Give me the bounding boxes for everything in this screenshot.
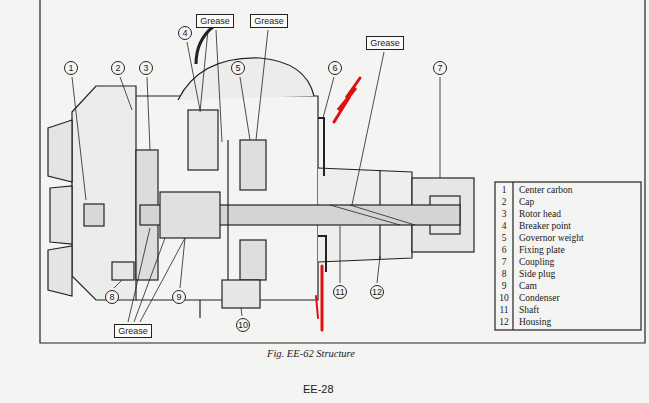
table-name: Cap [519, 196, 534, 208]
table-number: 4 [495, 220, 513, 232]
parts-table [495, 182, 641, 330]
table-name: Breaker point [519, 220, 571, 232]
fixing-plate [318, 118, 324, 176]
callout-number: 11 [335, 287, 344, 297]
callout-number: 2 [115, 63, 120, 73]
red-mark [334, 78, 360, 122]
callout-circle: 7 [433, 61, 447, 75]
lead-wire [199, 300, 200, 318]
callout-circle: 11 [333, 285, 347, 299]
shaft-hatch [350, 205, 415, 225]
table-number: 12 [495, 316, 513, 328]
table-name: Cam [519, 280, 537, 292]
callout-number: 7 [437, 63, 442, 73]
governor-weight [240, 240, 266, 280]
callout-number: 5 [235, 63, 240, 73]
figure-frame [40, 0, 645, 343]
callout-number: 4 [182, 28, 187, 38]
housing-outline [136, 96, 318, 300]
grease-box: Grease [366, 36, 404, 50]
grease-label: Grease [254, 16, 284, 26]
callout-circle: 9 [172, 290, 186, 304]
table-number: 6 [495, 244, 513, 256]
table-number: 11 [495, 304, 513, 316]
table-number: 9 [495, 280, 513, 292]
callout-circle: 5 [231, 61, 245, 75]
callout-number: 6 [332, 63, 337, 73]
table-name: Center carbon [519, 184, 573, 196]
callout-circle: 6 [328, 61, 342, 75]
red-mark [316, 296, 318, 318]
callout-circle: 1 [64, 61, 78, 75]
cap-tower [48, 246, 72, 296]
table-number: 10 [495, 292, 513, 304]
table-name: Housing [519, 316, 551, 328]
table-name: Side plug [519, 268, 555, 280]
callout-circle: 4 [178, 26, 192, 40]
grease-label: Grease [370, 38, 400, 48]
cap-tower [48, 120, 72, 182]
table-number: 1 [495, 184, 513, 196]
governor-weight [240, 140, 266, 190]
table-number: 5 [495, 232, 513, 244]
grease-box: Grease [114, 324, 152, 338]
governor-plate [227, 140, 228, 285]
callout-number: 3 [143, 63, 148, 73]
callout-number: 1 [68, 63, 73, 73]
callout-circle: 12 [370, 285, 384, 299]
vacuum-dome [178, 58, 314, 100]
table-name: Governor weight [519, 232, 584, 244]
table-number: 3 [495, 208, 513, 220]
callout-circle: 2 [111, 61, 125, 75]
table-divider [512, 182, 513, 330]
grease-label: Grease [200, 16, 230, 26]
grease-box: Grease [250, 14, 288, 28]
center-tower [50, 186, 72, 244]
table-number: 7 [495, 256, 513, 268]
table-number: 2 [495, 196, 513, 208]
callout-circle: 10 [236, 318, 250, 332]
table-name: Fixing plate [519, 244, 565, 256]
table-name: Shaft [519, 304, 539, 316]
side-plug [112, 262, 134, 280]
table-name: Condenser [519, 292, 560, 304]
cap-outline [72, 86, 136, 300]
grease-label: Grease [118, 326, 148, 336]
callout-number: 12 [372, 287, 382, 297]
callout-circle: 8 [105, 290, 119, 304]
page-number: EE-28 [303, 383, 334, 395]
shaft-hatch [330, 205, 400, 225]
table-number: 8 [495, 268, 513, 280]
center-carbon [84, 204, 104, 226]
condenser [222, 280, 260, 308]
callout-number: 8 [109, 292, 114, 302]
red-mark [321, 266, 324, 330]
table-name: Coupling [519, 256, 554, 268]
callout-number: 10 [238, 320, 248, 330]
cam [160, 192, 220, 238]
figure-caption: Fig. EE-62 Structure [267, 348, 355, 359]
grease-box: Grease [196, 14, 234, 28]
callout-number: 9 [176, 292, 181, 302]
table-name: Rotor head [519, 208, 561, 220]
callout-circle: 3 [139, 61, 153, 75]
breaker-point [188, 110, 218, 170]
